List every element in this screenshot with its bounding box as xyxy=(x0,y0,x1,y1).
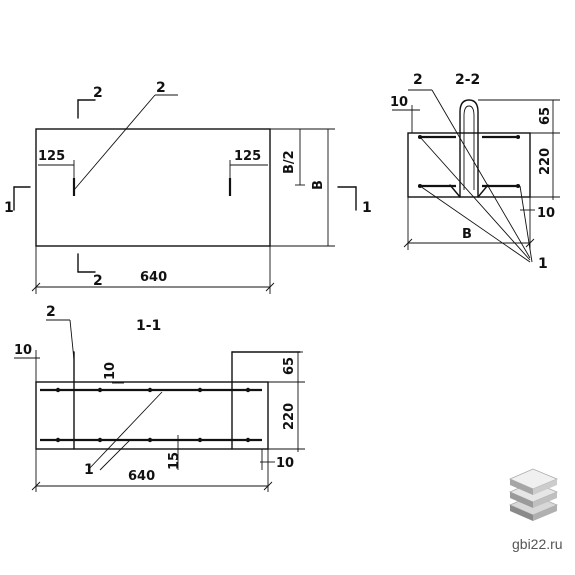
dim-offset-right: 125 xyxy=(234,149,261,164)
s11-dim-left-edge: 10 xyxy=(14,343,32,358)
s22-dim-width: B xyxy=(462,227,472,242)
s11-dim-bar-gap: 10 xyxy=(103,362,118,380)
s11-callout-1: 1 xyxy=(84,462,94,478)
dim-b: B xyxy=(311,180,326,190)
section22-outline xyxy=(407,132,531,198)
cut-1-left: 1 xyxy=(4,200,14,216)
s22-dim-height: 220 xyxy=(538,148,553,175)
dim-offset-left: 125 xyxy=(38,149,65,164)
s22-dim-bottom: 10 xyxy=(537,206,555,221)
section-22-title: 2-2 xyxy=(455,72,480,88)
s11-dim-width: 640 xyxy=(128,469,155,484)
section11-outline xyxy=(35,381,269,450)
s22-dim-side: 10 xyxy=(390,95,408,110)
plan-outline xyxy=(35,128,271,247)
cut-2-top: 2 xyxy=(93,85,103,101)
dim-half-b: B/2 xyxy=(282,150,297,174)
section-11-title: 1-1 xyxy=(136,318,161,334)
section-1-1: 1-1 65 220 10 10 xyxy=(14,304,305,492)
plan-view: B/2 B 640 125 125 2 2 2 1 xyxy=(4,80,372,294)
s22-dim-top: 65 xyxy=(538,107,553,125)
s11-dim-bottom-right: 10 xyxy=(276,456,294,471)
s22-callout-1: 1 xyxy=(538,256,548,272)
watermark-logo xyxy=(508,468,559,521)
dim-width-640: 640 xyxy=(140,270,167,285)
s11-callout-2: 2 xyxy=(46,304,56,320)
s11-dim-height: 220 xyxy=(282,403,297,430)
cut-2-bottom: 2 xyxy=(93,273,103,289)
section-2-2: 2-2 65 220 10 10 xyxy=(390,72,560,272)
plan-callout-2: 2 xyxy=(156,80,166,96)
s11-dim-top: 65 xyxy=(282,357,297,375)
watermark-site: gbi22.ru xyxy=(512,536,563,552)
s11-dim-cover: 15 xyxy=(167,452,182,470)
s22-callout-2: 2 xyxy=(413,72,423,88)
cut-1-right: 1 xyxy=(362,200,372,216)
